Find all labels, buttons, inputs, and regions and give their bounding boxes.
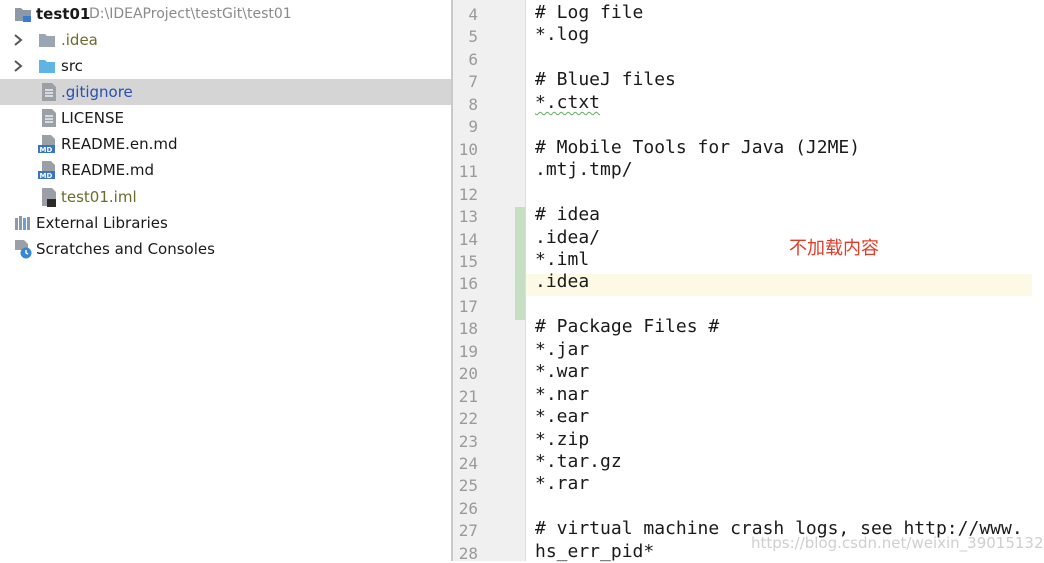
line-number: 8 xyxy=(468,94,478,114)
svg-text:MD: MD xyxy=(40,146,53,154)
code-line[interactable]: # BlueJ files xyxy=(535,69,676,91)
tree-item-label: LICENSE xyxy=(61,109,124,127)
tree-item-label: src xyxy=(61,57,83,75)
line-number: 24 xyxy=(458,454,478,473)
text-file-icon xyxy=(40,108,58,128)
tree-item-iml[interactable]: test01.iml xyxy=(0,184,451,210)
line-number: 10 xyxy=(458,139,478,159)
tree-item-idea[interactable]: .idea xyxy=(0,27,451,53)
line-number: 5 xyxy=(468,27,478,47)
line-number: 28 xyxy=(458,543,478,563)
code-line[interactable]: # idea xyxy=(535,204,601,226)
line-number: 21 xyxy=(458,386,478,406)
code-line[interactable]: *.iml xyxy=(535,248,590,270)
module-folder-icon xyxy=(14,4,32,24)
tree-item-label: .idea xyxy=(61,31,98,49)
tree-item-gitignore[interactable]: .gitignore xyxy=(0,79,451,105)
svg-text:MD: MD xyxy=(40,172,53,180)
line-number: 16 xyxy=(458,274,478,294)
code-line[interactable]: .idea/ xyxy=(535,226,601,248)
code-line[interactable]: # Log file xyxy=(535,2,644,23)
code-line[interactable]: hs_err_pid* xyxy=(535,540,655,562)
line-number: 19 xyxy=(458,341,478,361)
tree-item-scratches[interactable]: Scratches and Consoles xyxy=(0,236,451,262)
tree-item-license[interactable]: LICENSE xyxy=(0,105,451,131)
tree-item-readme[interactable]: MD README.md xyxy=(0,157,451,183)
scratches-icon xyxy=(14,239,32,259)
line-number: 12 xyxy=(458,184,478,204)
line-number: 9 xyxy=(468,117,478,137)
panel-splitter[interactable] xyxy=(451,0,453,561)
text-file-icon xyxy=(40,82,58,102)
chevron-right-icon[interactable] xyxy=(12,32,24,48)
tree-item-label: test01.iml xyxy=(61,188,137,206)
code-line[interactable]: *.jar xyxy=(535,338,590,360)
current-line-highlight xyxy=(526,274,1032,296)
code-line[interactable]: *.log xyxy=(535,24,590,46)
annotation-text: 不加载内容 xyxy=(789,238,879,259)
code-line[interactable]: *.rar xyxy=(535,473,590,495)
markdown-file-icon: MD xyxy=(38,160,56,180)
code-line[interactable]: # Mobile Tools for Java (J2ME) xyxy=(535,136,861,158)
line-number: 14 xyxy=(458,229,478,249)
line-number: 27 xyxy=(458,521,478,541)
line-number: 23 xyxy=(458,431,478,451)
tree-item-label: External Libraries xyxy=(36,214,168,232)
code-line[interactable]: # Package Files # xyxy=(535,316,720,338)
code-line[interactable]: *.nar xyxy=(535,383,590,405)
line-number: 11 xyxy=(458,162,478,182)
code-line[interactable]: .idea xyxy=(535,271,590,293)
tree-item-readme-en[interactable]: MD README.en.md xyxy=(0,131,451,157)
tree-item-label: README.md xyxy=(61,161,155,179)
line-number: 17 xyxy=(458,296,478,316)
line-number: 13 xyxy=(458,207,478,227)
root-path: D:\IDEAProject\testGit\test01 xyxy=(89,6,292,22)
markdown-file-icon: MD xyxy=(38,134,56,154)
line-number: 4 xyxy=(468,5,478,24)
line-number: 26 xyxy=(458,498,478,518)
source-folder-icon xyxy=(38,56,56,76)
line-number: 25 xyxy=(458,476,478,496)
folder-icon xyxy=(38,30,56,50)
tree-item-src[interactable]: src xyxy=(0,53,451,79)
project-tool-window: test01 D:\IDEAProject\testGit\test01 .id… xyxy=(0,0,451,561)
line-number: 20 xyxy=(458,364,478,384)
gutter-divider xyxy=(525,0,526,561)
vcs-change-marker[interactable] xyxy=(515,207,525,320)
code-line[interactable]: # virtual machine crash logs, see http:/… xyxy=(535,518,1023,540)
watermark-text: https://blog.csdn.net/weixin_39015132 xyxy=(751,534,1044,552)
tree-item-label: .gitignore xyxy=(61,83,133,101)
code-editor[interactable]: 4 # Log file 5 *.log 6 7 # BlueJ files 8 *.ctxt 9… xyxy=(453,0,1044,563)
tree-item-label: README.en.md xyxy=(61,135,178,153)
editor-gutter xyxy=(453,0,526,561)
line-number: 6 xyxy=(468,49,478,69)
code-line[interactable]: *.war xyxy=(535,361,590,383)
code-line[interactable]: .mtj.tmp/ xyxy=(535,159,633,181)
code-line[interactable]: *.tar.gz xyxy=(535,451,622,472)
chevron-right-icon[interactable] xyxy=(12,58,24,74)
libraries-icon xyxy=(14,213,32,233)
module-file-icon xyxy=(40,187,58,207)
code-line[interactable]: *.zip xyxy=(535,428,590,450)
line-number: 7 xyxy=(468,72,478,92)
root-name: test01 xyxy=(36,5,91,23)
tree-item-label: Scratches and Consoles xyxy=(36,240,215,258)
code-line[interactable]: *.ctxt xyxy=(535,91,601,113)
line-number: 22 xyxy=(458,409,478,429)
line-number: 15 xyxy=(458,251,478,271)
tree-item-external-libraries[interactable]: External Libraries xyxy=(0,210,451,236)
line-number: 18 xyxy=(458,319,478,339)
code-line[interactable]: *.ear xyxy=(535,406,590,428)
tree-root-test01[interactable]: test01 D:\IDEAProject\testGit\test01 xyxy=(0,1,451,27)
